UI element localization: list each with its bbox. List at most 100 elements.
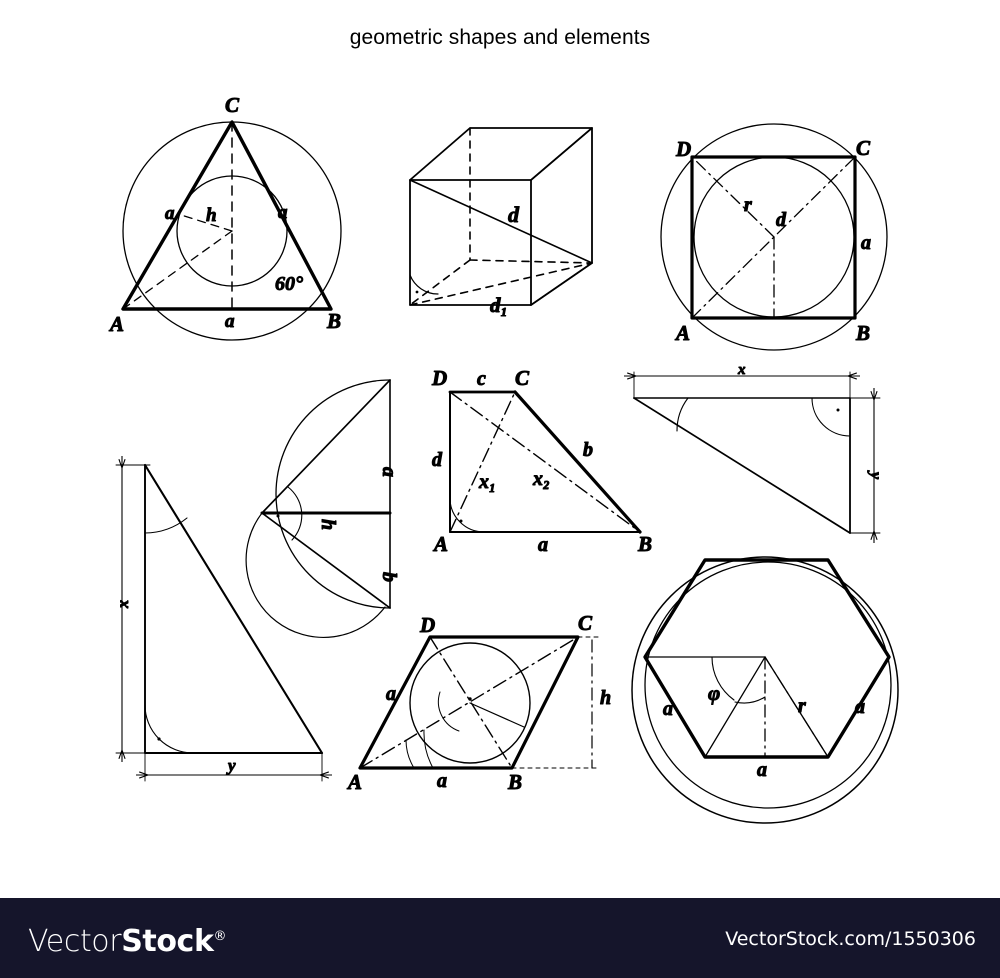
label-rhombus-h: h	[600, 687, 611, 709]
label-rhombus-D: D	[419, 613, 435, 637]
label-side-a-right: a	[278, 202, 288, 223]
vectorstock-logo: VectorStock®	[28, 919, 226, 960]
figure-2-labels: d d₁	[490, 202, 521, 318]
label-angle-60: 60°	[275, 273, 303, 295]
hexagon-inner-circle	[644, 561, 892, 809]
drawing-canvas: geometric shapes and elements	[107, 26, 899, 824]
figure-cube-diagonals	[409, 127, 593, 306]
label-semicircle-b: b	[378, 572, 400, 582]
label-rhombus-a-side: a	[386, 683, 396, 705]
cube-hidden-back-edge-right	[469, 259, 593, 264]
right-angle-dot-cube	[415, 290, 419, 294]
semicircle-right-angle-arc	[287, 486, 303, 541]
hexagon-angle-arc-inner	[734, 696, 766, 704]
figure-4-labels: a h b	[317, 467, 401, 583]
label-rhombus-A: A	[346, 770, 362, 794]
rt-angle-arc-apex	[676, 397, 689, 432]
label-trap-x1: x₁	[478, 471, 496, 493]
trapezoid-diagonal-x2	[449, 391, 641, 533]
rhombus-center-dot	[468, 697, 472, 701]
label-trap-A: A	[432, 532, 448, 556]
label-semicircle-a: a	[378, 467, 400, 477]
label-lrt-y: y	[226, 756, 236, 775]
figure-hexagon-in-circle	[631, 556, 899, 824]
label-hex-r: r	[798, 695, 806, 717]
label-side-a-bottom: a	[225, 311, 235, 332]
circumradius-dashed-A	[122, 230, 233, 310]
hexagon-angle-arc-phi	[711, 656, 735, 701]
label-rhombus-C: C	[578, 611, 593, 635]
registered-trademark-icon: ®	[213, 929, 227, 944]
label-rt-y: y	[867, 470, 884, 480]
semicircle-chord-lower	[261, 512, 391, 609]
cube-top-face	[409, 127, 593, 181]
label-semicircle-h: h	[317, 519, 339, 530]
label-rhombus-a-base: a	[437, 770, 447, 792]
space-diagonal-d	[409, 179, 593, 264]
figure-9-labels: a a a r φ	[663, 681, 866, 782]
diagonal-to-bottom-right	[530, 262, 593, 306]
label-square-B: B	[855, 321, 870, 345]
figure-8-labels: D C A B a a h	[346, 611, 612, 795]
brand-part-1: Vector	[28, 924, 122, 959]
figure-trapezoid-diagonals	[448, 390, 642, 534]
rhombus-inradius-line	[469, 702, 525, 728]
figure-right-triangle-top-right	[623, 371, 881, 544]
label-trap-x2: x₂	[532, 468, 550, 490]
label-rt-x: x	[737, 362, 746, 378]
rhombus-center-angle-arc	[437, 691, 460, 732]
trapezoid-right-angle-arc	[449, 497, 485, 533]
figure-7-labels: x y	[115, 600, 237, 776]
label-square-C: C	[856, 136, 871, 160]
lrt-right-angle-arc	[144, 704, 194, 754]
rhombus-diagonal-AC	[359, 636, 579, 769]
trapezoid-diagonal-x1	[449, 391, 516, 533]
label-trap-b: b	[583, 439, 593, 461]
hexagon-outer-circle	[631, 556, 899, 824]
lrt-right-angle-dot	[157, 737, 161, 741]
square-outline	[690, 155, 857, 320]
figure-5-labels: D C A B c d a b x₁ x₂	[431, 366, 653, 557]
label-trap-c: c	[477, 368, 486, 390]
semicircle-right-angle-dot	[276, 514, 280, 518]
label-hex-a-left: a	[663, 698, 673, 720]
label-side-a-left: a	[165, 203, 175, 224]
square-radius-r	[691, 156, 775, 238]
label-height-h: h	[206, 205, 217, 226]
angle-arc-cube	[409, 274, 439, 295]
hexagon-radius-to-lower-left	[704, 656, 766, 758]
figure-1-labels: C A B a a a h 60°	[108, 93, 342, 337]
label-hex-a-right: a	[855, 696, 865, 718]
label-square-D: D	[675, 137, 691, 161]
hexagon-radius-r-dashdot	[764, 656, 829, 758]
triangle-outline	[121, 120, 333, 311]
figure-rhombus-with-incircle	[358, 635, 601, 770]
trapezoid-right-angle-dot	[459, 519, 463, 523]
figure-6-labels: x y	[737, 362, 885, 481]
label-trap-D: D	[431, 366, 447, 390]
watermark-footer: VectorStock® VectorStock.com/1550306	[0, 898, 1000, 978]
trapezoid-side-CB	[513, 390, 642, 534]
label-trap-C: C	[515, 366, 530, 390]
brand-part-2: Stock	[121, 924, 214, 959]
label-diagonal-d: d	[508, 202, 520, 227]
square-circumscribed-circle	[660, 123, 888, 351]
label-trap-d: d	[432, 449, 443, 471]
face-diagonal-d1	[409, 262, 593, 306]
label-square-a: a	[861, 232, 871, 254]
geometry-figures-group: C A B a a a h 60°	[108, 93, 899, 824]
label-square-A: A	[674, 321, 690, 345]
lrt-hypotenuse	[143, 463, 324, 755]
label-rhombus-B: B	[507, 770, 522, 794]
rhombus-incircle	[409, 642, 531, 764]
rhombus-angle-arc-A2	[423, 729, 434, 769]
label-hex-a-bottom: a	[757, 759, 767, 781]
cube-hidden-back-edge-left	[409, 259, 471, 306]
label-trap-a: a	[538, 534, 548, 556]
semicircle-arc	[275, 379, 391, 609]
label-diagonal-d1: d₁	[490, 293, 508, 317]
cube-right-face	[530, 127, 593, 306]
page-title: geometric shapes and elements	[349, 26, 651, 49]
figure-3-labels: D C A B r d a	[674, 136, 872, 346]
label-hex-phi: φ	[708, 681, 720, 705]
